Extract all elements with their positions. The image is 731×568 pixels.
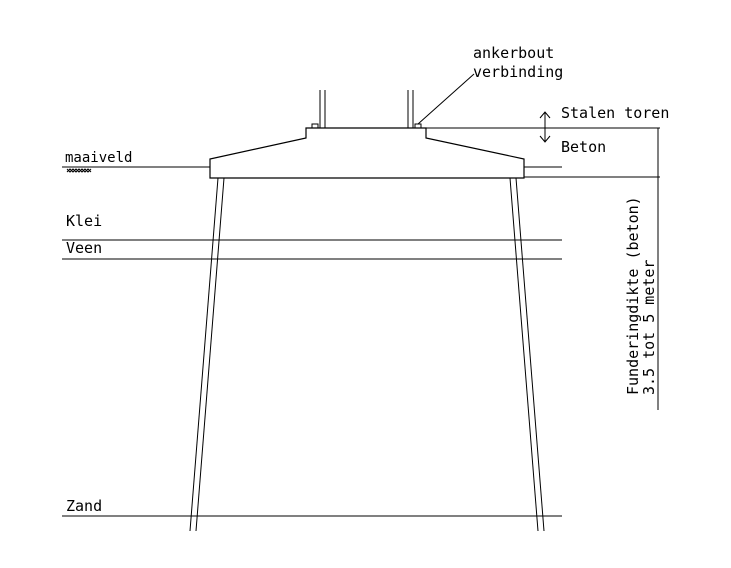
- anchor-bolt-left: [311, 123, 319, 129]
- beton-label: Beton: [561, 138, 606, 156]
- zand-label: Zand: [66, 497, 102, 515]
- maaiveld-label: maaiveld: [65, 150, 132, 166]
- klei-label: Klei: [66, 212, 102, 230]
- steel-tower-leg-left: [319, 90, 326, 128]
- steel-tower-leg-right: [407, 90, 414, 128]
- fundering-label-line2: 3.5 tot 5 meter: [640, 260, 658, 395]
- concrete-footing: [209, 127, 525, 179]
- anker-leader-line: [417, 73, 475, 125]
- fundering-label-group: Funderingdikte (beton) 3.5 tot 5 meter: [624, 196, 658, 395]
- double-arrow-icon: [539, 111, 551, 143]
- veen-label: Veen: [66, 239, 102, 257]
- pile-right: [509, 177, 545, 532]
- maaiveld-hatch: [66, 168, 92, 173]
- pile-left: [189, 177, 225, 532]
- fundering-label-line1: Funderingdikte (beton): [624, 196, 642, 395]
- stalen-toren-label: Stalen toren: [561, 104, 669, 122]
- anker-label-line1: ankerbout: [473, 44, 554, 62]
- anker-label-line2: verbinding: [473, 63, 563, 81]
